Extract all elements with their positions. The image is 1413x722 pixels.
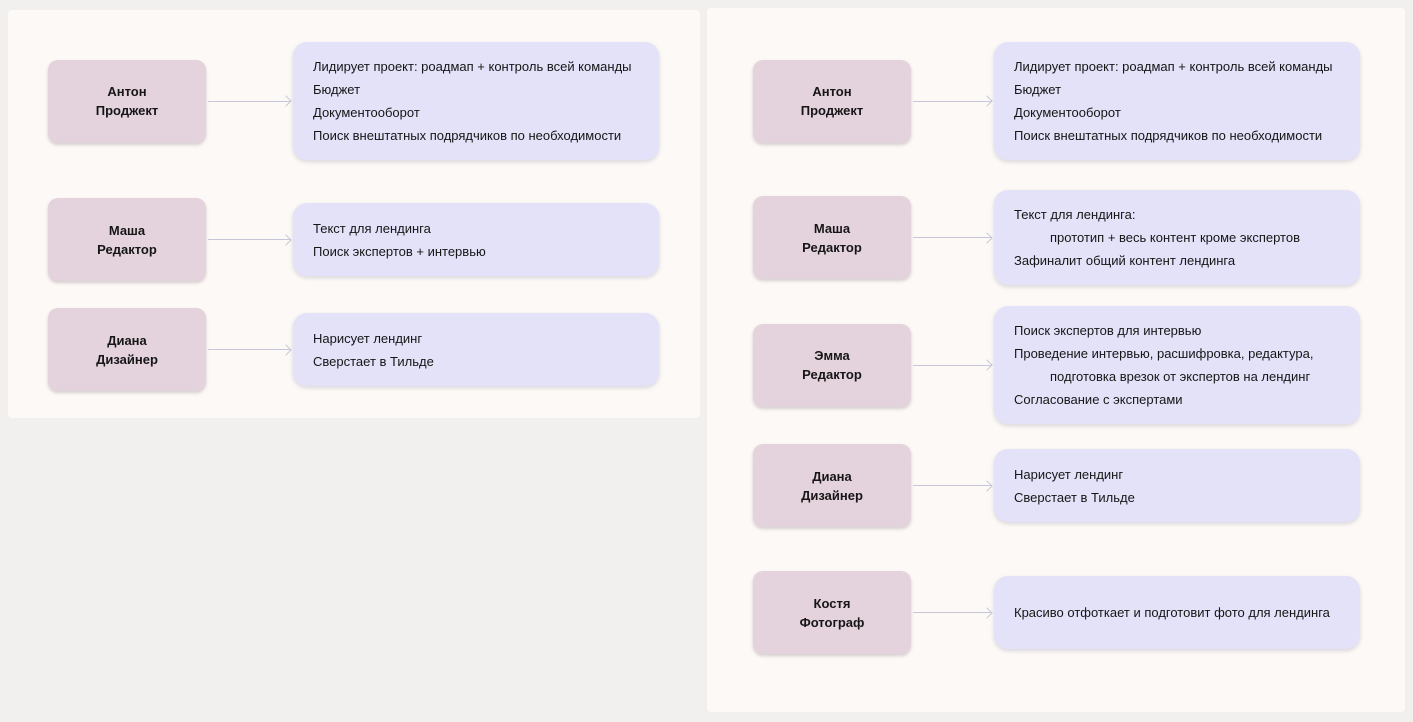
role-card[interactable]: Диана Дизайнер: [753, 444, 911, 527]
task-item: Бюджет: [1014, 82, 1062, 97]
task-item: Сверстает в Тильде: [1014, 489, 1135, 505]
task-item: Проведение интервью, расшифровка, редакт…: [1014, 346, 1314, 361]
member-name: Маша: [108, 222, 146, 238]
role-card[interactable]: Антон Проджект: [48, 59, 206, 143]
arrow-connector: [913, 612, 991, 613]
team-member-row: Маша Редактор Текст для лендинга: прототи…: [753, 190, 1360, 285]
task-item: Документооборот: [1014, 105, 1121, 120]
member-role: Редактор: [802, 239, 862, 255]
arrow-connector: [208, 349, 290, 350]
task-item: Лидирует проект: роадмап + контроль всей…: [313, 59, 632, 74]
member-name: Антон: [107, 84, 147, 99]
member-role: Редактор: [802, 367, 862, 382]
task-item: Согласование с экспертами: [1014, 392, 1183, 407]
task-box[interactable]: Лидирует проект: роадмап + контроль всей…: [293, 42, 659, 160]
task-item: Текст для лендинга: [313, 220, 431, 236]
panel-team-version-1: Антон Проджект Лидирует проект: роадмап …: [8, 10, 700, 418]
arrow-connector: [913, 364, 991, 366]
task-box[interactable]: Лидирует проект: роадмап + контроль всей…: [994, 42, 1360, 160]
task-item: Нарисует лендинг: [1014, 466, 1124, 482]
role-card[interactable]: Маша Редактор: [48, 198, 206, 281]
rows-container: Антон Проджект Лидирует проект: роадмап …: [753, 42, 1360, 654]
rows-container: Антон Проджект Лидирует проект: роадмап …: [48, 42, 659, 391]
task-box[interactable]: Текст для лендинга: прототип + весь конте…: [994, 190, 1360, 285]
arrow-connector: [913, 100, 991, 102]
task-box[interactable]: Красиво отфоткает и подготовит фото для …: [994, 576, 1360, 649]
member-name: Диана: [107, 332, 147, 348]
member-name: Костя: [813, 595, 851, 611]
task-item: Сверстает в Тильде: [313, 353, 434, 369]
team-member-row: Эмма Редактор Поиск экспертов для интерв…: [753, 306, 1360, 424]
task-item: Поиск внештатных подрядчиков по необходи…: [313, 128, 622, 143]
member-name: Диана: [812, 468, 852, 484]
task-item: Красиво отфоткает и подготовит фото для …: [1014, 605, 1330, 620]
arrow-connector: [913, 485, 991, 486]
member-role: Проджект: [95, 103, 159, 118]
panel-team-version-2: Антон Проджект Лидирует проект: роадмап …: [707, 8, 1405, 712]
team-member-row: Антон Проджект Лидирует проект: роадмап …: [48, 42, 659, 160]
member-name: Маша: [813, 220, 851, 236]
member-role: Дизайнер: [96, 351, 158, 367]
role-card[interactable]: Костя Фотограф: [753, 571, 911, 654]
member-role: Фотограф: [799, 614, 865, 630]
task-item: прототип + весь контент кроме экспертов: [1050, 230, 1300, 245]
arrow-connector: [208, 239, 290, 240]
role-card[interactable]: Антон Проджект: [753, 59, 911, 143]
member-role: Редактор: [97, 241, 157, 257]
role-card[interactable]: Эмма Редактор: [753, 323, 911, 407]
task-item: Лидирует проект: роадмап + контроль всей…: [1014, 59, 1333, 74]
member-role: Проджект: [800, 103, 864, 118]
task-item: Поиск экспертов для интервью: [1014, 323, 1202, 338]
team-member-row: Антон Проджект Лидирует проект: роадмап …: [753, 42, 1360, 160]
arrow-connector: [208, 100, 290, 102]
task-item: подготовка врезок от экспертов на лендин…: [1050, 369, 1311, 384]
task-item: Текст для лендинга:: [1014, 207, 1136, 222]
task-item: Зафиналит общий контент лендинга: [1014, 253, 1236, 268]
team-member-row: Костя Фотограф Красиво отфоткает и подго…: [753, 571, 1360, 654]
task-item: Поиск внештатных подрядчиков по необходи…: [1014, 128, 1323, 143]
role-card[interactable]: Маша Редактор: [753, 196, 911, 279]
task-item: Поиск экспертов + интервью: [313, 243, 486, 259]
member-name: Антон: [812, 84, 852, 99]
role-card[interactable]: Диана Дизайнер: [48, 308, 206, 391]
task-item: Документооборот: [313, 105, 420, 120]
task-item: Бюджет: [313, 82, 361, 97]
task-item: Нарисует лендинг: [313, 330, 423, 346]
member-role: Дизайнер: [801, 487, 863, 503]
member-name: Эмма: [814, 348, 850, 363]
arrow-connector: [913, 237, 991, 238]
